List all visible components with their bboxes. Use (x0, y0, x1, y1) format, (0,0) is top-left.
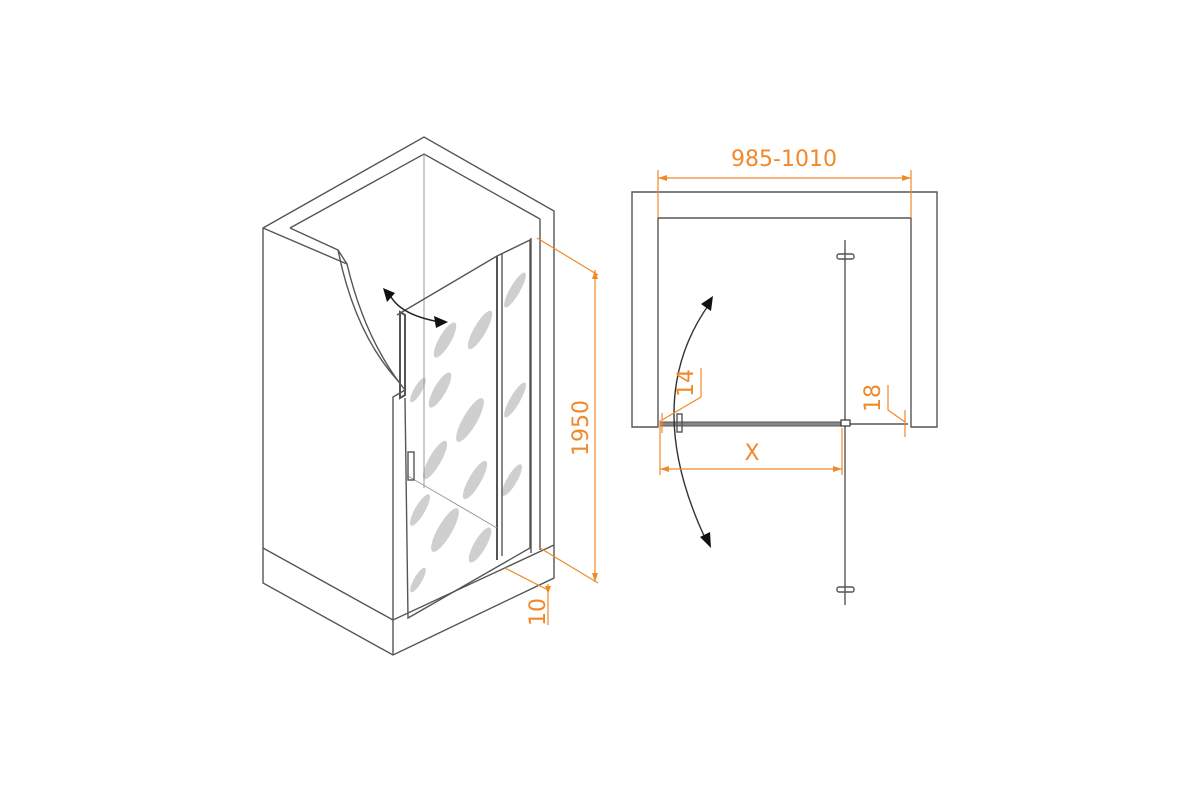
door-width-label: X (744, 441, 759, 466)
swing-door (396, 238, 531, 620)
shower-enclosure-walls (262, 136, 555, 656)
right-gap-dimension: 18 (861, 384, 906, 437)
isometric-view: 1950 10 (262, 136, 599, 656)
door-handle (407, 451, 415, 481)
bottom-gap-dimension: 10 (504, 567, 551, 626)
swing-arrow-icon (383, 288, 448, 328)
left-gap-label: 14 (674, 369, 699, 397)
glass-pattern (410, 272, 526, 593)
right-gap-label: 18 (861, 384, 886, 412)
door-panel (659, 413, 851, 433)
plan-walls (631, 191, 938, 428)
swing-arc-icon (673, 296, 713, 548)
left-gap-dimension: 14 (661, 368, 702, 433)
width-range-label: 985-1010 (731, 147, 837, 172)
plan-view: 985-1010 X 14 18 (631, 147, 938, 605)
height-dimension: 1950 (536, 237, 599, 584)
bottom-gap-label: 10 (526, 598, 551, 626)
door-width-dimension: X (659, 420, 843, 475)
height-label: 1950 (569, 400, 594, 456)
width-dimension: 985-1010 (657, 147, 912, 218)
